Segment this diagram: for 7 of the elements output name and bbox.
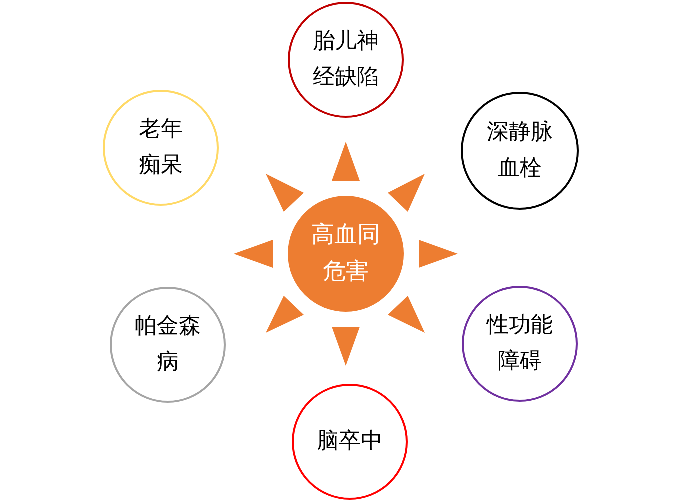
circle-label: 深静脉血栓: [486, 119, 554, 183]
circle-label: 性功能障碍: [486, 312, 554, 376]
circle-label: 高血同危害: [310, 221, 382, 287]
circle-label: 老年痴呆: [138, 116, 184, 180]
circle-label: 胎儿神经缺陷: [312, 28, 380, 92]
circle-label: 帕金森病: [134, 313, 202, 377]
circle-label: 脑卒中: [316, 428, 384, 456]
